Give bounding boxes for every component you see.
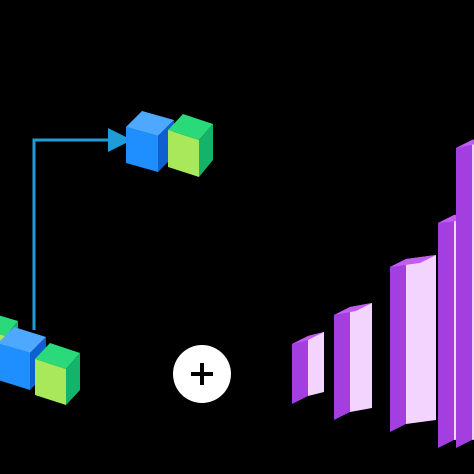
ascending-bars [292,139,474,448]
bar-5 [456,139,474,448]
top-cube-pair [126,111,213,177]
green-cube-top [168,114,213,177]
bar-1 [292,332,324,404]
elbow-arrow [32,128,132,330]
bottom-cube-cluster [0,315,80,405]
blue-cube-top [126,111,174,172]
bar-3 [390,255,436,432]
plus-icon [173,345,231,403]
green-cube-bottom [35,343,80,405]
bar-2 [334,303,372,420]
